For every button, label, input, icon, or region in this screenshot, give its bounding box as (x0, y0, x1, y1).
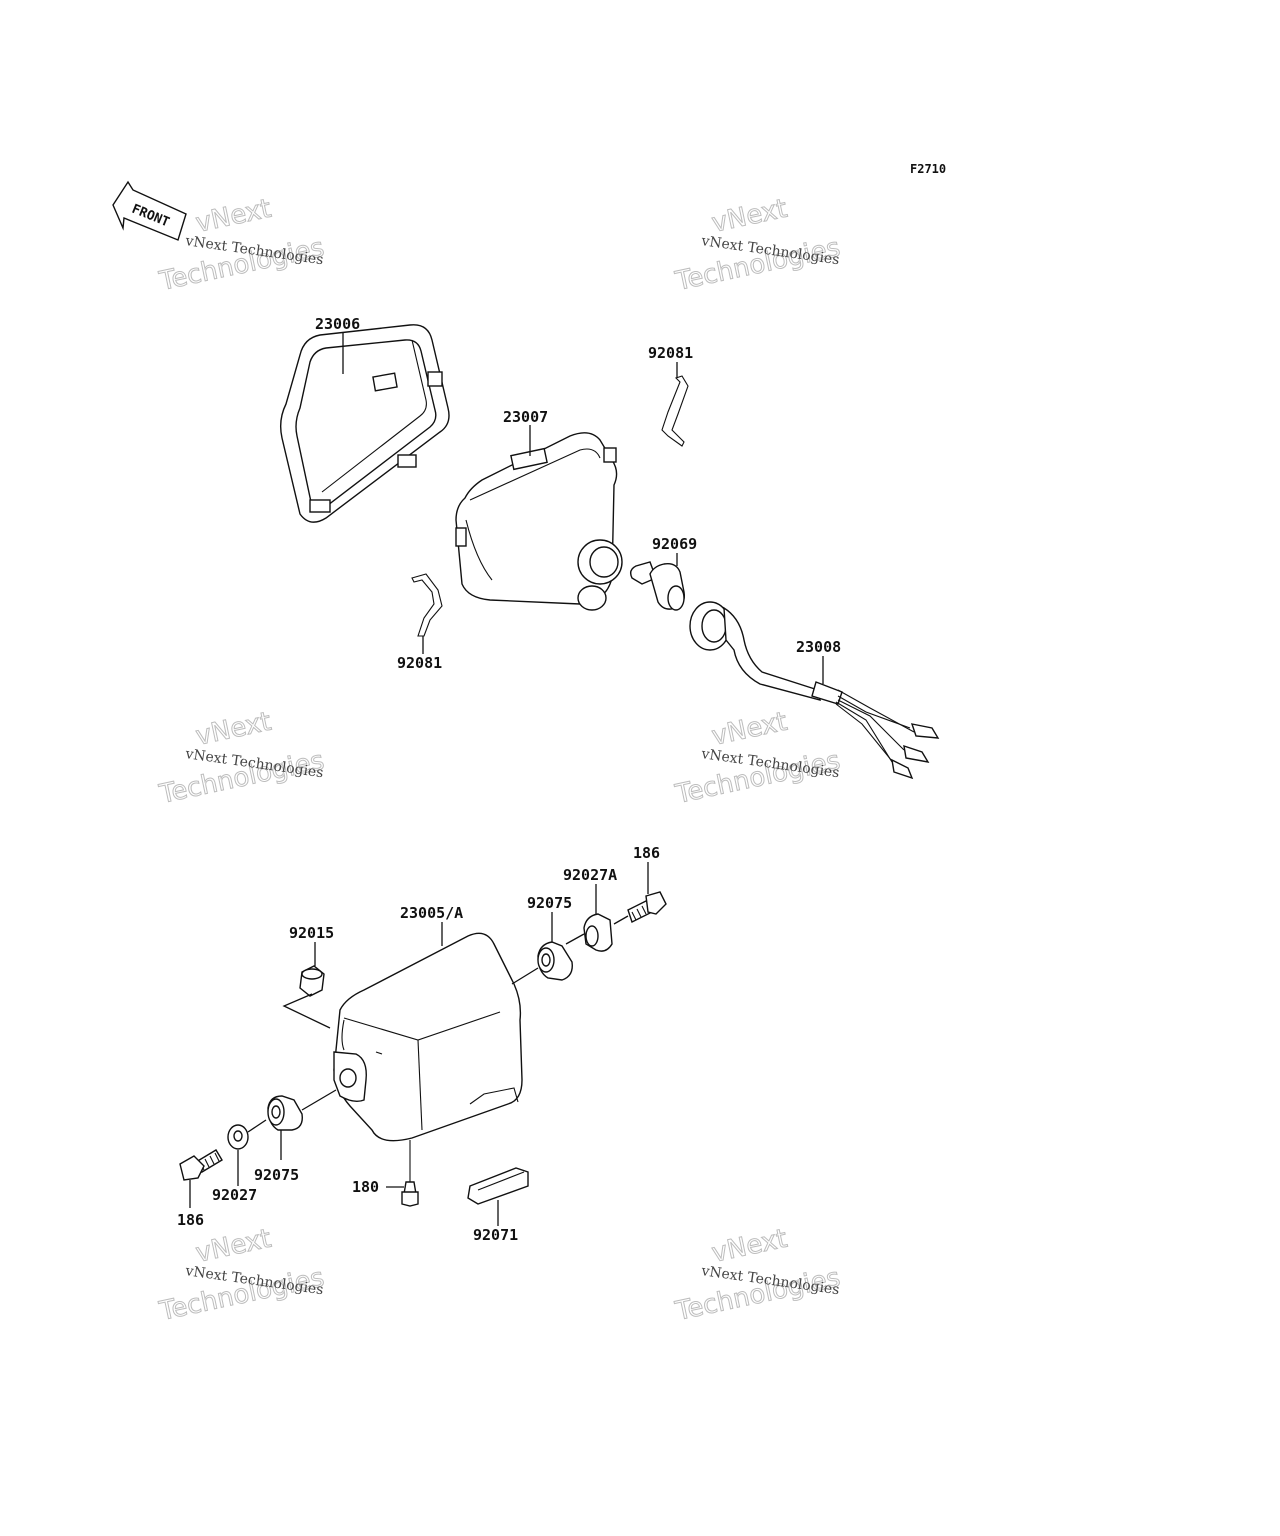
label-186-bottom: 186 (177, 1211, 204, 1229)
label-92069: 92069 (652, 535, 697, 553)
label-23006: 23006 (315, 315, 360, 333)
part-92081-spring-clip-left (411, 573, 443, 637)
part-23005A-housing (333, 932, 523, 1142)
watermark-big-1: vNext (709, 1224, 790, 1269)
label-92081-top: 92081 (648, 344, 693, 362)
leader-92075-top-route (511, 967, 539, 985)
label-92071: 92071 (473, 1226, 518, 1244)
watermark-big-1: vNext (709, 194, 790, 239)
label-92075-top: 92075 (527, 894, 572, 912)
label-92027: 92027 (212, 1186, 257, 1204)
label-23007: 23007 (503, 408, 548, 426)
label-92081-left: 92081 (397, 654, 442, 672)
label-180: 180 (352, 1178, 379, 1196)
leader-92075-bottom-route (301, 1089, 337, 1111)
leader-92015-route (282, 993, 331, 1029)
part-180-bolt (401, 1140, 419, 1207)
part-92071-pad (467, 1167, 529, 1205)
leader-186-top-route (613, 915, 629, 925)
watermark-big-1: vNext (193, 707, 274, 752)
watermark-big-1: vNext (193, 194, 274, 239)
part-92069-bulb (629, 561, 686, 611)
part-92027-collar (227, 1124, 249, 1150)
label-92027A: 92027A (563, 866, 617, 884)
part-92027A-collar (583, 913, 613, 952)
watermark-big-1: vNext (193, 1224, 274, 1269)
part-92015-nut (299, 965, 325, 997)
leader-92027A-route (565, 933, 585, 945)
label-92015: 92015 (289, 924, 334, 942)
watermark-bottom-left: vNext Technologies vNext Technologies (156, 1223, 328, 1327)
front-arrow-icon: FRONT (112, 180, 187, 241)
leader-92027-route (247, 1119, 267, 1133)
watermark-middle-left: vNext Technologies vNext Technologies (156, 706, 328, 810)
part-23006-rim (279, 324, 450, 523)
label-92075-bottom: 92075 (254, 1166, 299, 1184)
label-23005A: 23005/A (400, 904, 463, 922)
figure-code: F2710 (910, 162, 946, 176)
part-92075-grommet-bottom (267, 1095, 303, 1131)
part-186-bolt-bottom (179, 1149, 223, 1181)
watermark-top-left: vNext Technologies vNext Technologies (156, 193, 328, 297)
watermark-top-right: vNext Technologies vNext Technologies (672, 193, 844, 297)
label-186-top: 186 (633, 844, 660, 862)
part-186-bolt-top (627, 891, 667, 923)
watermark-big-1: vNext (709, 707, 790, 752)
part-23007-headlight-unit (455, 432, 623, 611)
part-92081-spring-clip-top (661, 375, 689, 447)
part-23008-socket-harness (689, 601, 940, 780)
watermark-bottom-right: vNext Technologies vNext Technologies (672, 1223, 844, 1327)
label-23008: 23008 (796, 638, 841, 656)
part-92075-grommet-top (537, 941, 573, 981)
watermark-middle-right: vNext Technologies vNext Technologies (672, 706, 844, 810)
